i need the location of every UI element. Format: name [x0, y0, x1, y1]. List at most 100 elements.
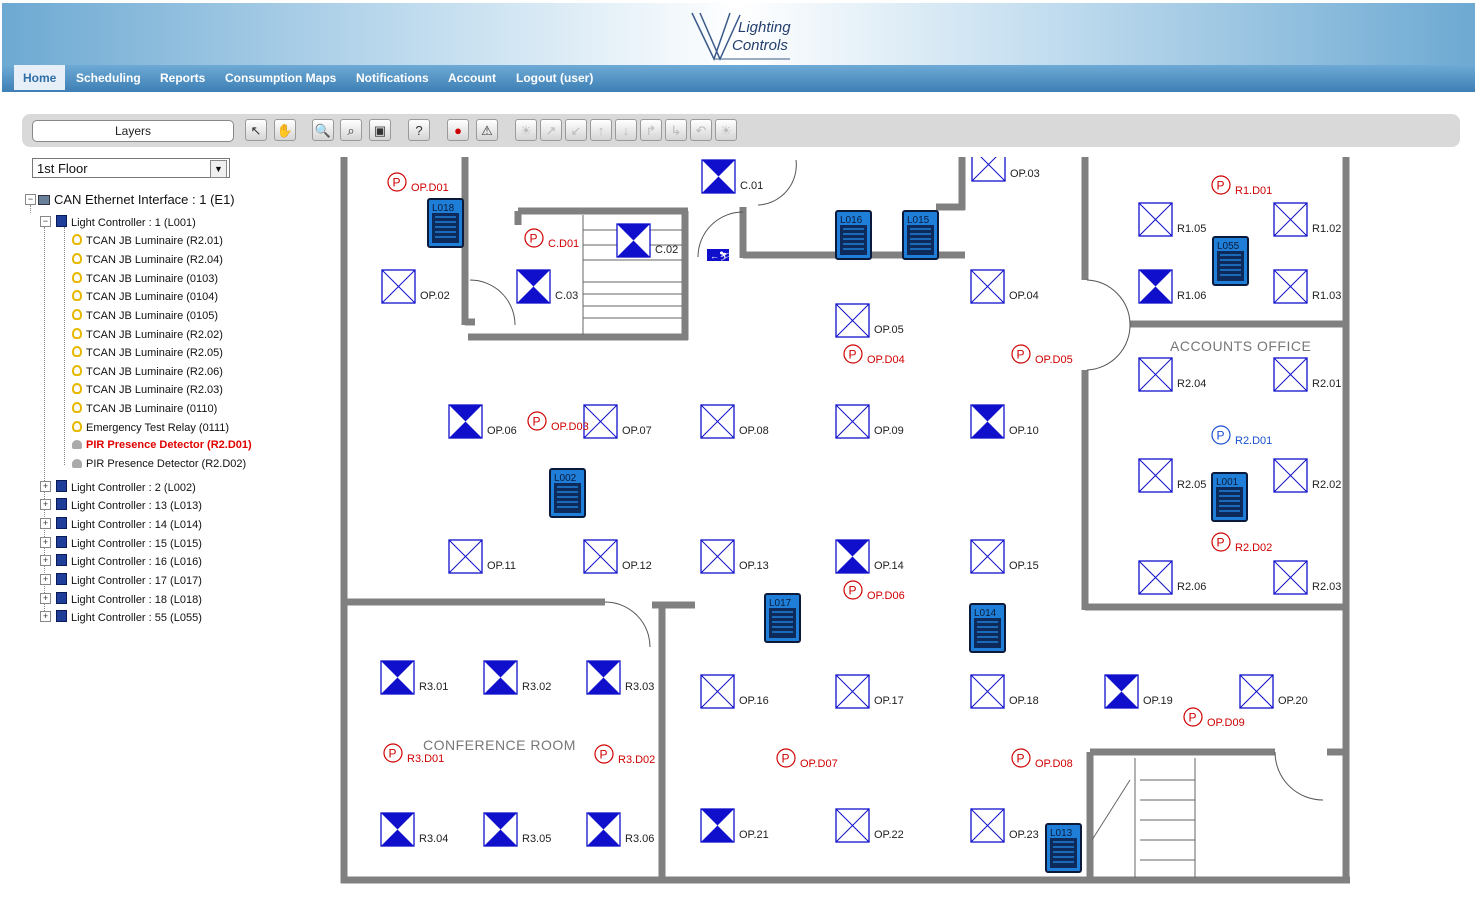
arrow-up-icon[interactable]: ↑	[590, 119, 612, 141]
luminaire-off[interactable]: OP.20	[1239, 674, 1308, 709]
tree-collapse-root[interactable]: −	[25, 194, 36, 205]
tree-node-child[interactable]: Emergency Test Relay (0111)	[72, 421, 229, 434]
luminaire-on[interactable]: R1.06	[1138, 269, 1206, 304]
tree-node-controller[interactable]: Light Controller : 17 (L017)	[56, 573, 202, 587]
luminaire-off[interactable]: OP.11	[448, 539, 516, 574]
bulb-tool-icon[interactable]: ☀	[715, 119, 737, 141]
luminaire-off[interactable]: OP.22	[835, 808, 904, 843]
arrow-bend-icon[interactable]: ↶	[690, 119, 712, 141]
luminaire-off[interactable]: OP.04	[970, 269, 1039, 304]
tree-node-controller[interactable]: Light Controller : 14 (L014)	[56, 517, 202, 531]
tree-node-controller[interactable]: Light Controller : 2 (L002)	[56, 480, 196, 494]
luminaire-on[interactable]: OP.06	[448, 404, 517, 439]
tree-node-controller1[interactable]: Light Controller : 1 (L001)	[56, 215, 196, 229]
luminaire-off[interactable]: R1.03	[1273, 269, 1341, 304]
select-icon[interactable]: ↖	[245, 119, 267, 141]
floor-select[interactable]: 1st Floor ▼	[32, 158, 230, 178]
light-controller[interactable]: L014	[969, 603, 1006, 653]
light-controller[interactable]: L017	[764, 593, 801, 643]
luminaire-on[interactable]: R3.02	[483, 660, 551, 695]
arrow-down-icon[interactable]: ↓	[615, 119, 637, 141]
luminaire-off[interactable]: OP.18	[970, 674, 1039, 709]
luminaire-off[interactable]: R2.04	[1138, 357, 1206, 392]
luminaire-on[interactable]: R3.04	[380, 812, 448, 847]
zoom-icon[interactable]: 🔍	[312, 119, 334, 141]
arrow-corner-icon[interactable]: ↱	[640, 119, 662, 141]
luminaire-off[interactable]: OP.15	[970, 539, 1039, 574]
luminaire-on[interactable]: R3.01	[380, 660, 448, 695]
luminaire-off[interactable]: OP.02	[381, 269, 450, 304]
layers-button[interactable]: Layers	[32, 120, 234, 142]
luminaire-off[interactable]: OP.17	[835, 674, 904, 709]
tree-node-child[interactable]: TCAN JB Luminaire (R2.04)	[72, 253, 223, 266]
tree-expand[interactable]: +	[40, 499, 51, 510]
luminaire-on[interactable]: OP.10	[970, 404, 1039, 439]
luminaire-on[interactable]: C.03	[516, 269, 578, 304]
luminaire-off[interactable]: OP.05	[835, 303, 904, 338]
luminaire-off[interactable]: OP.12	[583, 539, 652, 574]
nav-reports[interactable]: Reports	[160, 71, 206, 85]
tree-expand[interactable]: +	[40, 481, 51, 492]
luminaire-off[interactable]: R2.05	[1138, 458, 1206, 493]
tree-node-child[interactable]: PIR Presence Detector (R2.D02)	[72, 458, 246, 470]
exit-sign[interactable]: ←⛷	[707, 249, 730, 261]
nav-logout[interactable]: Logout (user)	[516, 71, 594, 85]
luminaire-off[interactable]: R2.02	[1273, 458, 1341, 493]
nav-consumption-maps[interactable]: Consumption Maps	[225, 71, 337, 85]
tree-expand[interactable]: +	[40, 537, 51, 548]
luminaire-on[interactable]: OP.14	[835, 539, 904, 574]
arrow-corner-down-icon[interactable]: ↳	[665, 119, 687, 141]
luminaire-off[interactable]: R1.05	[1138, 202, 1206, 237]
tree-expand[interactable]: +	[40, 574, 51, 585]
tree-node-child[interactable]: TCAN JB Luminaire (0103)	[72, 272, 218, 285]
tree-node-controller[interactable]: Light Controller : 55 (L055)	[56, 610, 202, 624]
light-controller[interactable]: L055	[1212, 236, 1249, 286]
tree-node-child[interactable]: TCAN JB Luminaire (0105)	[72, 309, 218, 322]
nav-home[interactable]: Home	[14, 65, 66, 90]
luminaire-on[interactable]: R3.03	[586, 660, 654, 695]
bulb-icon[interactable]: ☀	[515, 119, 537, 141]
nav-scheduling[interactable]: Scheduling	[76, 71, 141, 85]
luminaire-on[interactable]: R3.06	[586, 812, 654, 847]
light-controller[interactable]: L018	[427, 198, 464, 248]
tree-expand[interactable]: +	[40, 518, 51, 529]
tree-node-controller[interactable]: Light Controller : 16 (L016)	[56, 554, 202, 568]
hand-icon[interactable]: ✋	[274, 119, 296, 141]
arrow-sw-icon[interactable]: ↙	[565, 119, 587, 141]
tree-node-controller[interactable]: Light Controller : 18 (L018)	[56, 592, 202, 606]
luminaire-off[interactable]: OP.16	[700, 674, 769, 709]
light-controller[interactable]: L001	[1211, 472, 1248, 522]
tree-node-selected[interactable]: PIR Presence Detector (R2.D01)	[72, 439, 252, 451]
luminaire-off[interactable]: OP.08	[700, 404, 769, 439]
light-controller[interactable]: L016	[835, 210, 872, 260]
nav-notifications[interactable]: Notifications	[356, 71, 429, 85]
luminaire-off[interactable]: OP.13	[700, 539, 769, 574]
luminaire-off[interactable]: OP.23	[970, 808, 1039, 843]
luminaire-off[interactable]: OP.07	[583, 404, 652, 439]
luminaire-on[interactable]: OP.21	[700, 808, 769, 843]
luminaire-on[interactable]: OP.19	[1104, 674, 1173, 709]
luminaire-off[interactable]: OP.09	[835, 404, 904, 439]
fit-icon[interactable]: ▣	[369, 119, 391, 141]
tree-node-child[interactable]: TCAN JB Luminaire (R2.06)	[72, 365, 223, 378]
tree-node-child[interactable]: TCAN JB Luminaire (0104)	[72, 290, 218, 303]
nav-account[interactable]: Account	[448, 71, 496, 85]
floor-plan-map[interactable]: ACCOUNTS OFFICE CONFERENCE ROOM OP.03C.0…	[340, 157, 1360, 887]
tree-expand[interactable]: +	[40, 555, 51, 566]
luminaire-off[interactable]: R2.03	[1273, 560, 1341, 595]
light-controller[interactable]: L013	[1045, 823, 1082, 873]
arrow-ne-icon[interactable]: ↗	[540, 119, 562, 141]
tree-node-child[interactable]: TCAN JB Luminaire (R2.02)	[72, 328, 223, 341]
